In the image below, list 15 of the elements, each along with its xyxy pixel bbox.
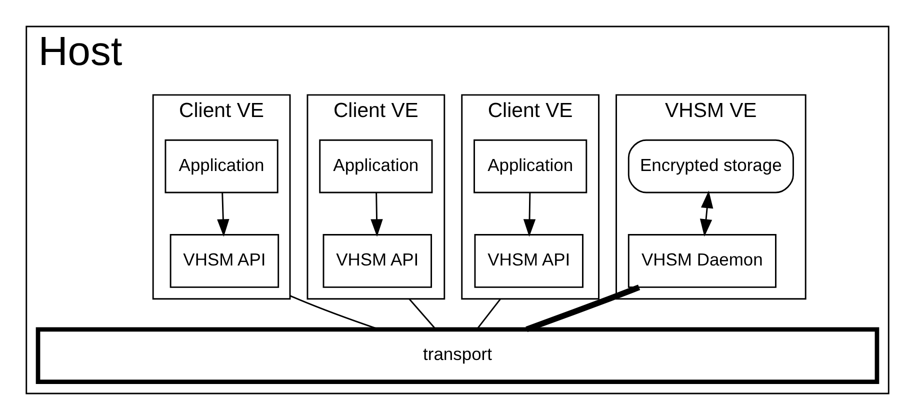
node-box: Application <box>164 139 278 194</box>
node-box: VHSM API <box>474 234 584 288</box>
arrow <box>370 192 383 237</box>
connector <box>408 298 436 330</box>
node-box: transport <box>36 327 880 384</box>
arrow <box>523 192 536 237</box>
node-box: VHSM API <box>170 234 280 288</box>
node-box: VHSM API <box>322 234 432 288</box>
node-box: Encrypted storage <box>628 139 794 194</box>
arrow <box>217 192 230 237</box>
node-box: VHSM Daemon <box>628 234 776 288</box>
arrow <box>700 190 714 237</box>
node-box: Application <box>474 139 588 194</box>
connector <box>476 298 502 330</box>
node-box: Application <box>319 139 433 194</box>
